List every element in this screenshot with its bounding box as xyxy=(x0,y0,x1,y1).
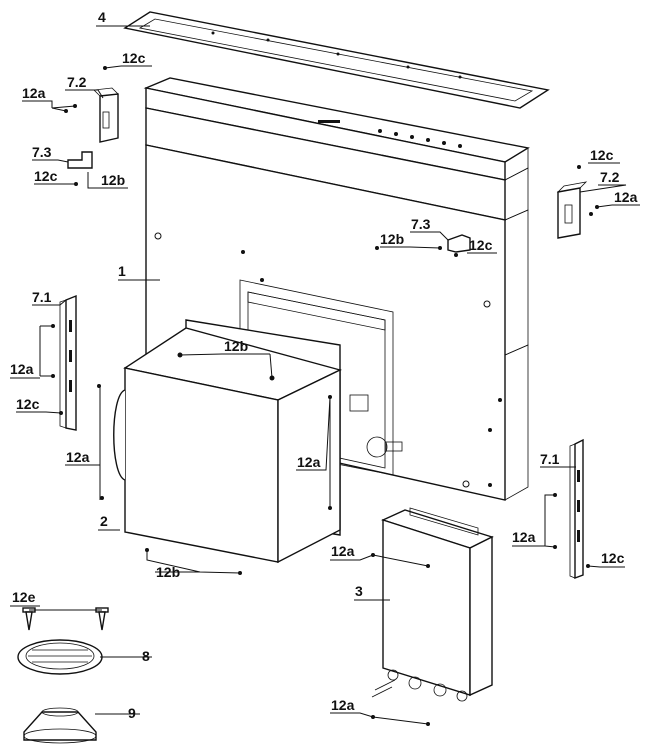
label-8: 8 xyxy=(142,648,150,664)
label-12b-bottom: 12b xyxy=(156,564,180,580)
label-12a-rail-left: 12a xyxy=(10,361,34,377)
label-12a-rail-right: 12a xyxy=(512,529,536,545)
label-7-1-right: 7.1 xyxy=(540,451,560,467)
label-1: 1 xyxy=(118,263,126,279)
label-7-2-left: 7.2 xyxy=(67,74,87,90)
label-12c-top: 12c xyxy=(122,50,146,66)
bracket-7-3-mid xyxy=(447,234,471,253)
label-12a-ctrl-top: 12a xyxy=(331,543,355,559)
rail-7-1-right xyxy=(569,438,584,580)
label-12a-right-top: 12a xyxy=(614,189,638,205)
label-9: 9 xyxy=(128,705,136,721)
label-12a-box-right: 12a xyxy=(297,454,321,470)
part-8-grille xyxy=(17,639,103,675)
label-12b-left-mid: 12b xyxy=(101,172,125,188)
part-9-adapter xyxy=(23,707,97,744)
label-3: 3 xyxy=(355,583,363,599)
bracket-7-2-left xyxy=(93,87,119,143)
part-labels: 4 12c 7.2 12a 7.3 12c 12b 12c 7.2 12a 7.… xyxy=(10,9,638,721)
leader-lines xyxy=(10,25,640,725)
label-7-3-left: 7.3 xyxy=(32,144,52,160)
label-12a-ctrl-bottom: 12a xyxy=(331,697,355,713)
label-12b-mid: 12b xyxy=(380,231,404,247)
label-4: 4 xyxy=(98,9,106,25)
part-3-control-box xyxy=(371,507,494,702)
label-12c-left-mid: 12c xyxy=(34,168,58,184)
screws-12e xyxy=(22,607,109,631)
label-12c-right-top: 12c xyxy=(590,147,614,163)
label-12a-left-top: 12a xyxy=(22,85,46,101)
rail-7-1-left xyxy=(59,294,77,431)
label-7-1-left: 7.1 xyxy=(32,289,52,305)
bracket-7-2-right xyxy=(556,181,588,239)
label-7-2-right: 7.2 xyxy=(600,169,620,185)
part-2-box xyxy=(113,319,342,564)
label-12e: 12e xyxy=(12,589,36,605)
label-12c-rail-right: 12c xyxy=(601,550,625,566)
part-4-top-frame xyxy=(123,11,550,109)
label-7-3-mid: 7.3 xyxy=(411,216,431,232)
label-12b-box: 12b xyxy=(224,338,248,354)
label-12c-rail-left: 12c xyxy=(16,396,40,412)
label-2: 2 xyxy=(100,513,108,529)
label-12a-box-left: 12a xyxy=(66,449,90,465)
bracket-7-3-left xyxy=(67,151,93,169)
label-12c-mid: 12c xyxy=(469,237,493,253)
